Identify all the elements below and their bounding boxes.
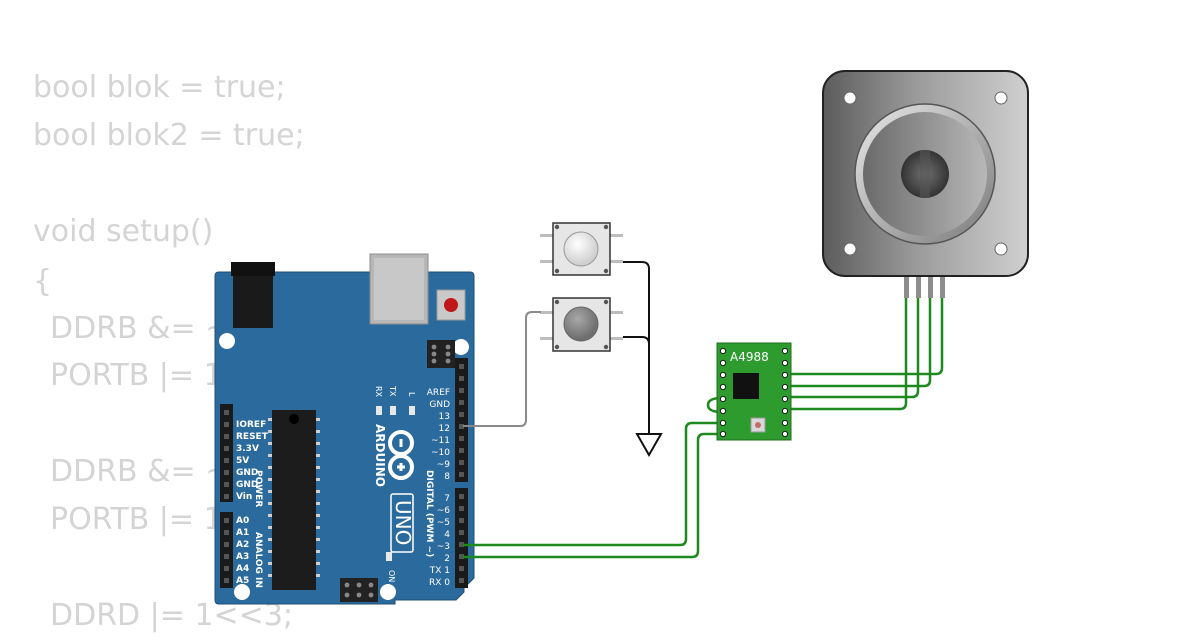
- driver-chip: [733, 373, 759, 399]
- stepper-motor[interactable]: [822, 70, 1029, 298]
- pin-label: A0: [236, 516, 249, 526]
- mount-hole: [453, 339, 469, 355]
- arduino-brand: ARDUINO: [373, 424, 387, 487]
- wire-driver-motor: [786, 298, 944, 411]
- pin-label: GND: [236, 468, 258, 478]
- digital-header-bottom: [455, 488, 468, 588]
- analog-header-label: ANALOG IN: [253, 532, 263, 588]
- atmega-chip: [268, 410, 320, 590]
- led-on-label: ON: [387, 570, 396, 582]
- pin-label: 8: [444, 472, 450, 482]
- mount-hole: [380, 584, 396, 600]
- power-header-label: POWER: [253, 470, 263, 507]
- pin-label: RESET: [236, 432, 269, 442]
- icsp-header: [340, 578, 378, 602]
- pin-label: AREF: [427, 388, 450, 398]
- wire-button-ground: [623, 261, 650, 434]
- arduino-model: UNO: [391, 500, 415, 545]
- push-button-top[interactable]: [540, 222, 623, 276]
- icsp-header: [427, 340, 455, 368]
- pin-label: GND: [236, 480, 258, 490]
- led-tx-label: TX: [388, 385, 397, 397]
- wire-driver-loop: [706, 396, 723, 414]
- usb-connector: [369, 253, 429, 325]
- digital-header-label: DIGITAL (PWM ~): [424, 470, 434, 557]
- pin-label: A1: [236, 528, 249, 538]
- pin-label: 2: [444, 554, 450, 564]
- code-line: bool blok = true;: [33, 70, 286, 105]
- pin-label: ~9: [437, 460, 451, 470]
- pin-label: RX 0: [429, 578, 450, 588]
- led-tx-rx: [376, 406, 415, 561]
- power-header: [220, 404, 233, 502]
- barrel-jack: [231, 262, 275, 328]
- pin-label: ~5: [437, 518, 450, 528]
- uno-badge: [390, 493, 414, 553]
- pin-label: A3: [236, 552, 249, 562]
- led-l-label: L: [407, 392, 416, 397]
- pin-label: 5V: [236, 456, 249, 466]
- pin-label: ~6: [437, 506, 451, 516]
- wire-driver-arduino: [463, 421, 718, 559]
- pin-label: IOREF: [236, 420, 266, 430]
- arduino-uno-board[interactable]: IOREF RESET 3.3V 5V GND GND Vin A0 A1 A2…: [214, 253, 475, 605]
- mount-hole: [234, 584, 250, 600]
- pin-label: ~3: [437, 542, 450, 552]
- pin-label: 13: [439, 412, 450, 422]
- pin-label: 3.3V: [236, 444, 259, 454]
- pin-label: GND: [429, 400, 450, 410]
- pin-label: TX 1: [429, 566, 450, 576]
- reset-button[interactable]: [436, 289, 466, 321]
- pin-label: ~10: [431, 448, 450, 458]
- arduino-logo-icon: [388, 430, 414, 480]
- code-line: void setup(): [33, 214, 214, 249]
- a4988-driver[interactable]: A4988: [716, 342, 792, 441]
- wire-button-pin12: [463, 311, 541, 427]
- pin-label: 12: [439, 424, 450, 434]
- code-line: {: [33, 264, 53, 299]
- pin-label: A5: [236, 576, 249, 586]
- motor-connector-pins: [904, 276, 945, 298]
- push-button-bottom[interactable]: [540, 297, 623, 352]
- pin-label: 7: [444, 494, 450, 504]
- code-line: bool blok2 = true;: [33, 118, 305, 153]
- ground-symbol-icon: [635, 433, 663, 458]
- pin-label: Vin: [236, 492, 252, 502]
- digital-header-top: [455, 358, 468, 482]
- led-rx-label: RX: [374, 386, 383, 398]
- pin-label: 4: [444, 530, 450, 540]
- pin-label: ~11: [431, 436, 450, 446]
- pin-label: A4: [236, 564, 249, 574]
- mount-hole: [219, 333, 235, 349]
- driver-label: A4988: [730, 350, 769, 364]
- analog-header: [220, 512, 233, 588]
- pin-label: A2: [236, 540, 249, 550]
